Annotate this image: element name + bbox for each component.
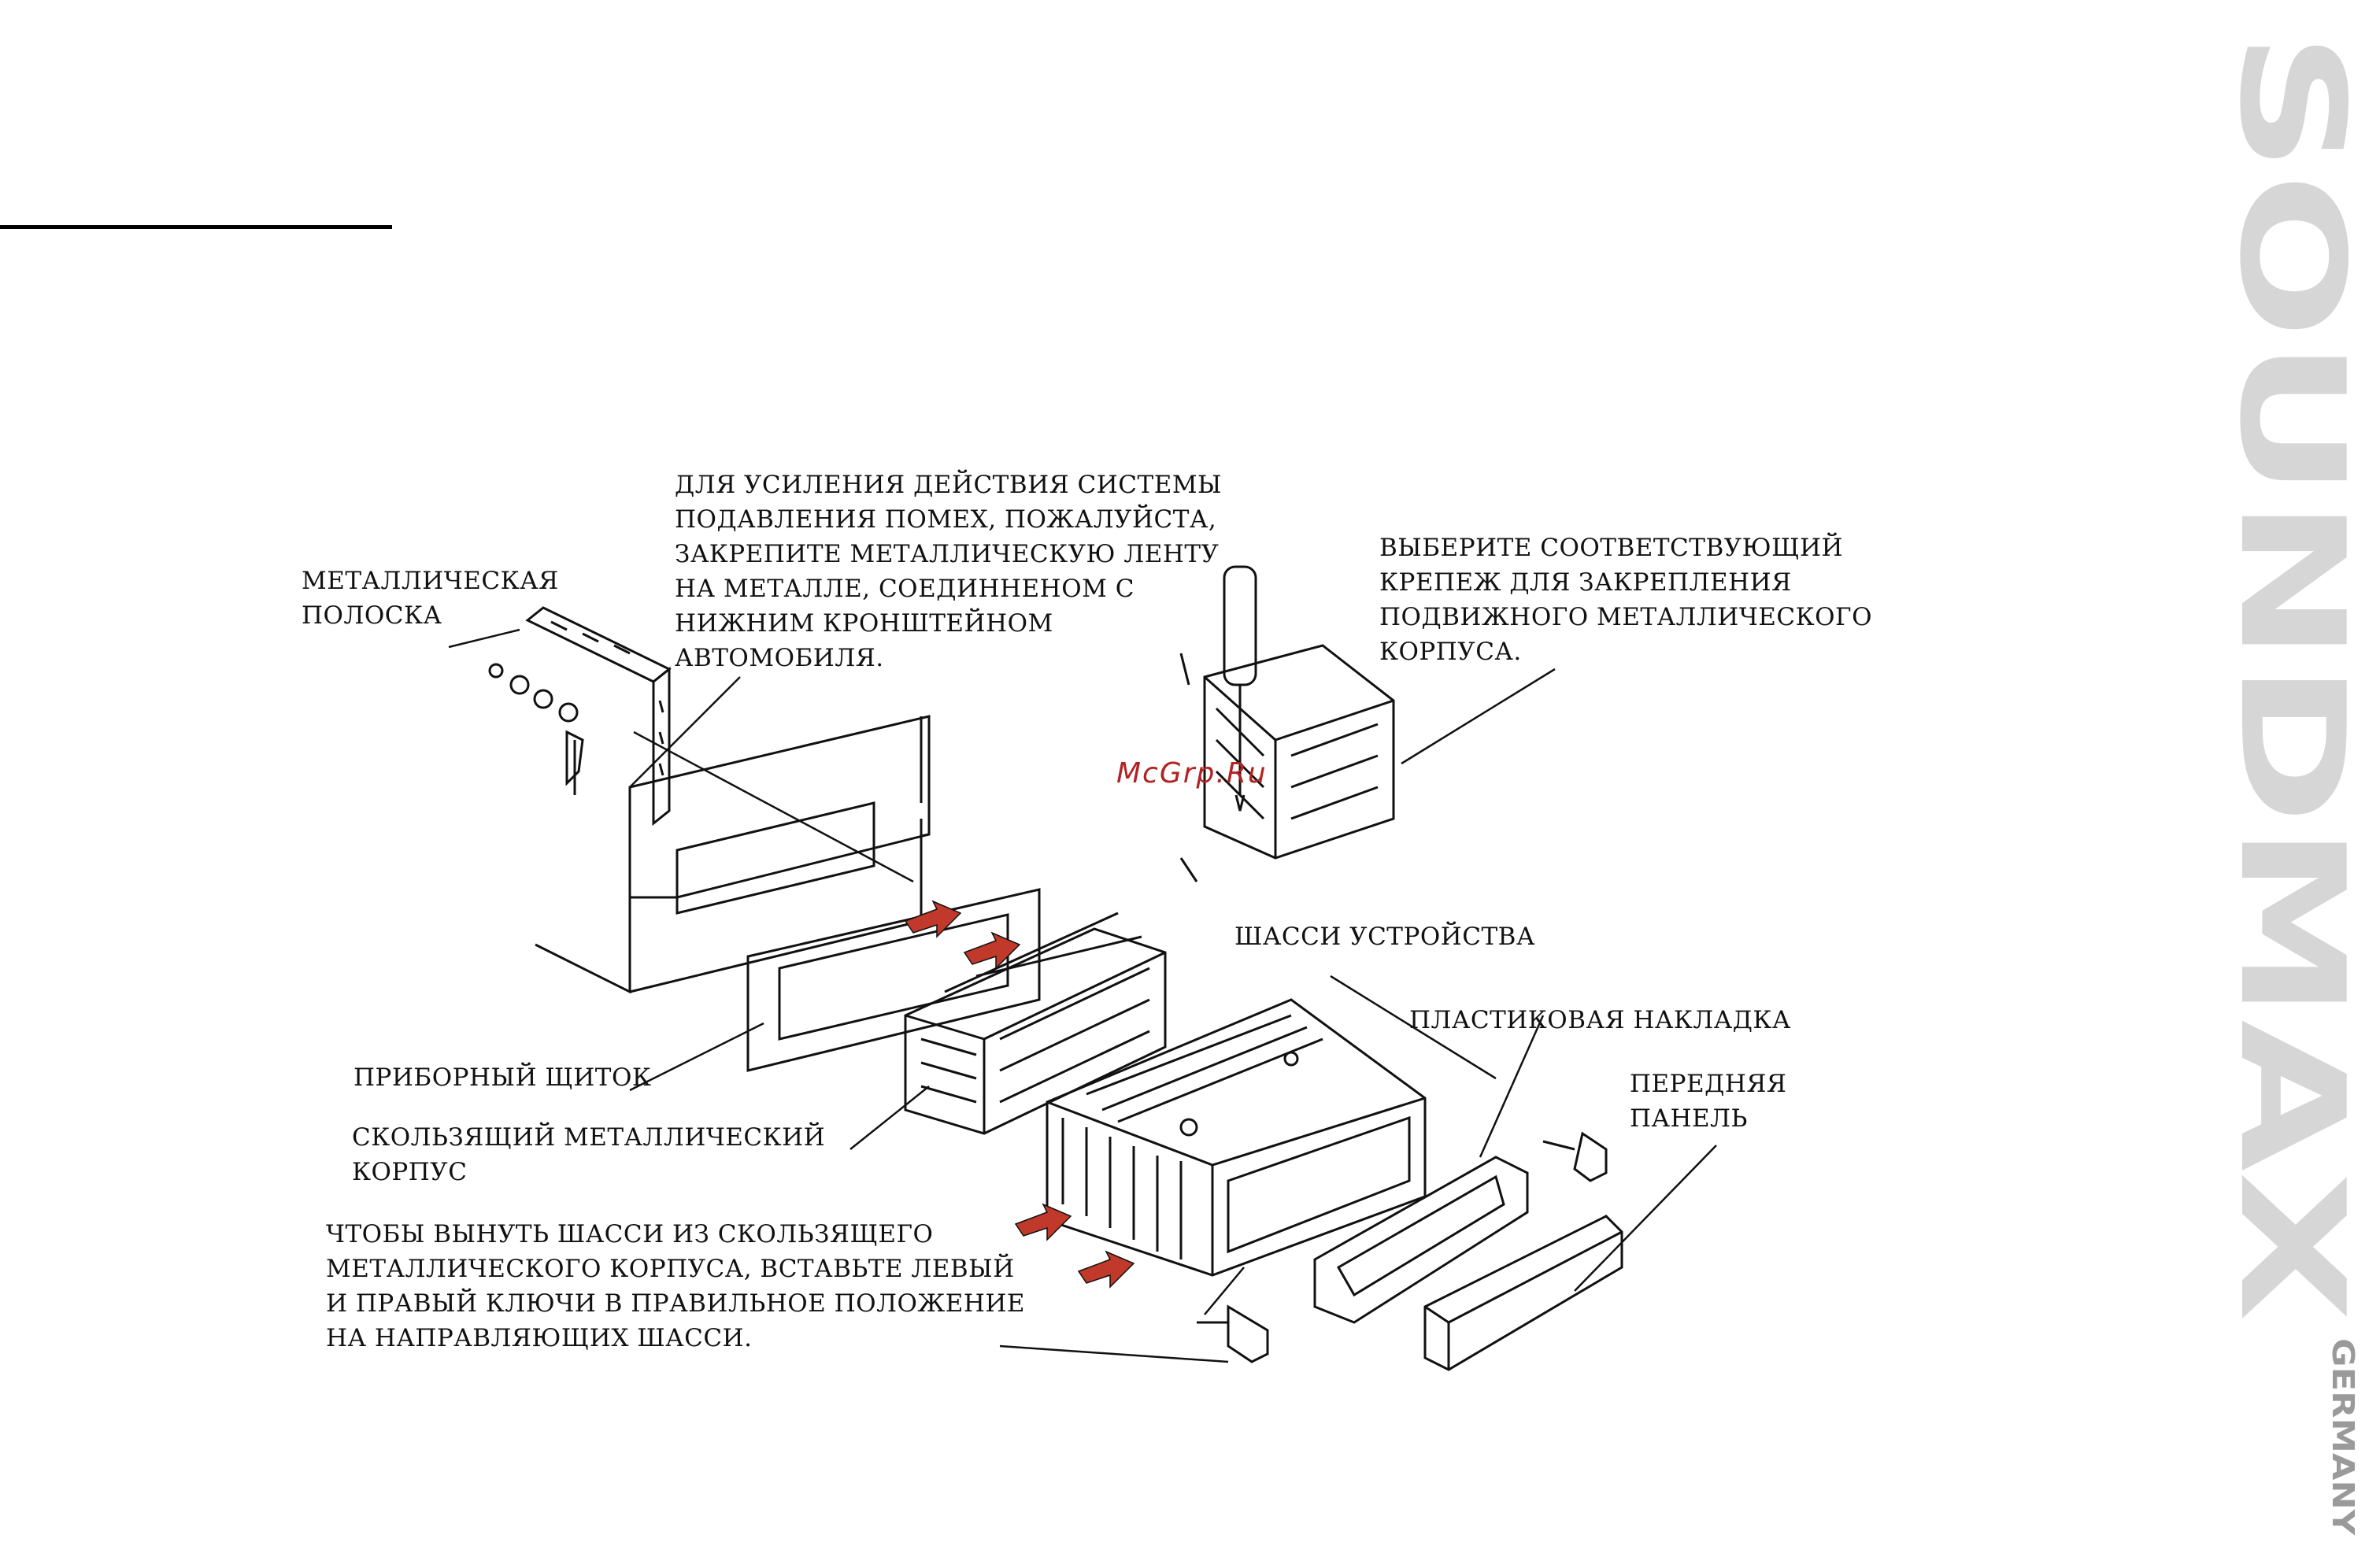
arrow-4 [1077,1250,1135,1289]
label-sliding-case: СКОЛЬЗЯЩИЙ МЕТАЛЛИЧЕСКИЙ КОРПУС [352,1123,826,1186]
label-plastic-trim: ПЛАСТИКОВАЯ НАКЛАДКА [1409,1006,1791,1034]
brand-subtitle: GERMANY [2326,1338,2360,1536]
brand-name: SOUNDMAX [2226,31,2375,1322]
section-title-underline [0,225,392,229]
arrow-3 [1014,1203,1072,1241]
plastic-trim-frame [1313,1156,1529,1324]
label-chassis: ШАССИ УСТРОЙСТВА [1234,923,1535,951]
dashboard-trim-ring [746,888,1041,1072]
label-metal-strip: МЕТАЛЛИЧЕСКАЯ ПОЛОСКА [302,567,559,630]
installation-diagram [448,565,1717,1371]
arrow-1 [904,900,962,938]
leader-lines [448,628,1717,1363]
label-dashboard: ПРИБОРНЫЙ ЩИТОК [353,1063,652,1092]
label-removal-note: ЧТОБЫ ВЫНУТЬ ШАССИ ИЗ СКОЛЬЗЯЩЕГО МЕТАЛЛ… [326,1220,1026,1352]
watermark-text: McGrp.Ru [1116,757,1268,790]
label-front-panel: ПЕРЕДНЯЯ ПАНЕЛЬ [1630,1070,1787,1133]
mounting-bracket-detail [1179,565,1395,882]
arrow-2 [963,931,1021,970]
metal-strip [488,606,672,827]
brand-logo: SOUNDMAX GERMANY [2226,31,2375,1536]
label-noise-suppression-note: ДЛЯ УСИЛЕНИЯ ДЕЙСТВИЯ СИСТЕМЫ ПОДАВЛЕНИЯ… [675,471,1223,672]
unit-chassis [1046,998,1427,1277]
insertion-arrows [904,900,1135,1289]
detachable-front-panel [1423,1215,1623,1371]
removal-keys [1197,1131,1608,1363]
label-fastener-note: ВЫБЕРИТЕ СООТВЕТСТВУЮЩИЙ КРЕПЕЖ ДЛЯ ЗАКР… [1379,534,1872,666]
dashboard-opening [535,715,931,994]
sliding-metal-cage [904,912,1167,1135]
